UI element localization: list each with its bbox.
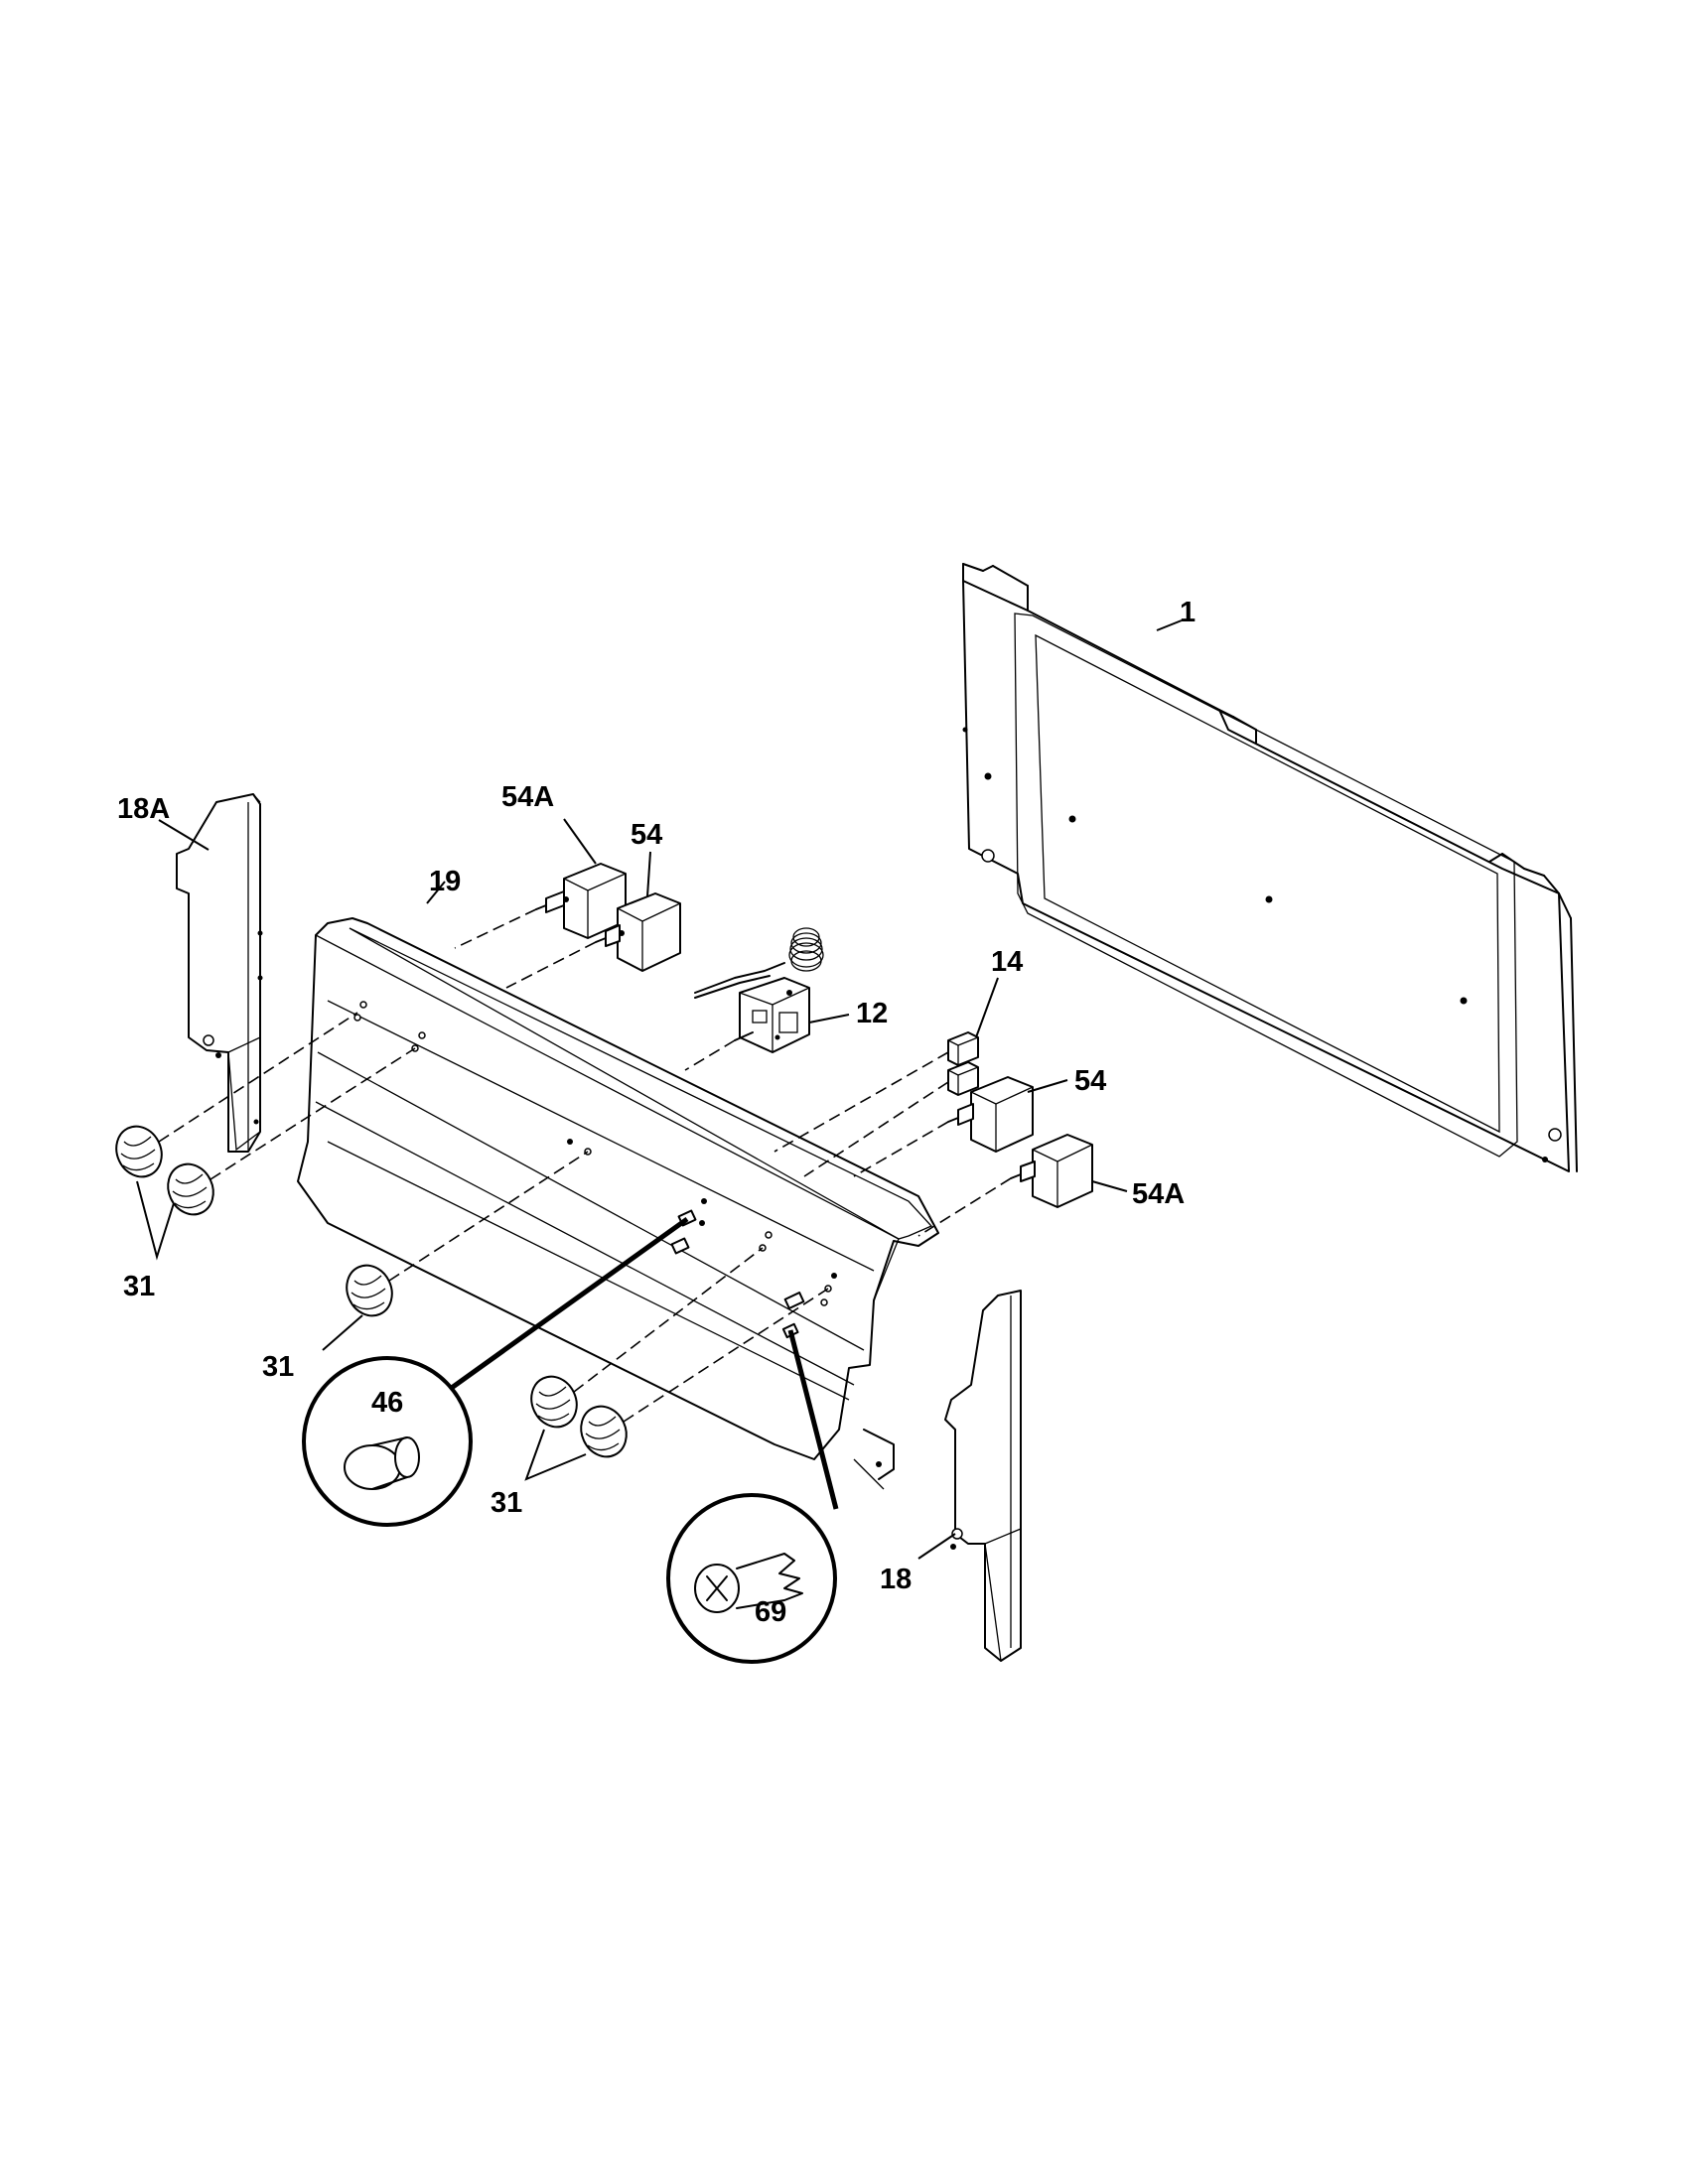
- leader-line-54A-right: [1091, 1180, 1128, 1192]
- leader-line-31-left: [136, 1180, 175, 1261]
- knob-part-31-d: [530, 1375, 578, 1429]
- callout-46: 46: [371, 1387, 403, 1419]
- callout-31-left: 31: [123, 1271, 155, 1302]
- rear-panel-part-1: [962, 563, 1578, 1172]
- callout-1: 1: [1180, 597, 1196, 628]
- switch-part-54-right: [947, 1076, 1034, 1153]
- callout-19: 19: [429, 866, 461, 897]
- leader-line-54-right: [1027, 1079, 1068, 1093]
- switch-part-54A-right: [1010, 1134, 1093, 1208]
- end-cap-part-18A: [176, 793, 263, 1153]
- knob-part-31-e: [580, 1405, 628, 1458]
- leader-line-12: [808, 1014, 850, 1024]
- callout-54A-top: 54A: [501, 781, 554, 813]
- assembly-dashed-lines: [158, 908, 1012, 1423]
- callout-18A: 18A: [117, 793, 170, 825]
- detail-circle-69: [666, 1329, 839, 1664]
- callout-12: 12: [856, 998, 888, 1029]
- leader-line-1: [1156, 619, 1183, 631]
- control-panel-part-19: [297, 917, 939, 1490]
- leader-line-31-bottom: [524, 1429, 587, 1481]
- knob-part-31-b: [167, 1162, 214, 1216]
- detail-circle-46: [302, 1216, 689, 1527]
- leader-line-18A: [158, 819, 210, 851]
- callout-69: 69: [755, 1596, 786, 1628]
- switch-part-54-top: [595, 892, 681, 972]
- knob-part-31-a: [115, 1125, 163, 1178]
- callout-31-bottom: 31: [491, 1487, 522, 1519]
- switch-part-54A-top: [535, 863, 627, 939]
- end-cap-part-18: [944, 1290, 1022, 1663]
- leader-line-31-mid: [322, 1314, 363, 1351]
- leader-line-54-top: [646, 851, 651, 897]
- callout-54-top: 54: [631, 819, 662, 851]
- thermostat-part-12: [694, 927, 824, 1053]
- callout-54-right: 54: [1074, 1065, 1106, 1097]
- knob-part-31-c: [346, 1264, 393, 1317]
- leader-line-19: [426, 881, 446, 904]
- leader-line-54A-top: [563, 818, 597, 865]
- callout-18: 18: [880, 1564, 912, 1595]
- callout-54A-right: 54A: [1132, 1178, 1185, 1210]
- leader-line-14: [975, 977, 999, 1038]
- callout-31-mid: 31: [262, 1351, 294, 1383]
- leader-line-18: [917, 1533, 956, 1560]
- callout-14: 14: [991, 946, 1023, 978]
- indicator-light-part-14: [947, 1031, 979, 1096]
